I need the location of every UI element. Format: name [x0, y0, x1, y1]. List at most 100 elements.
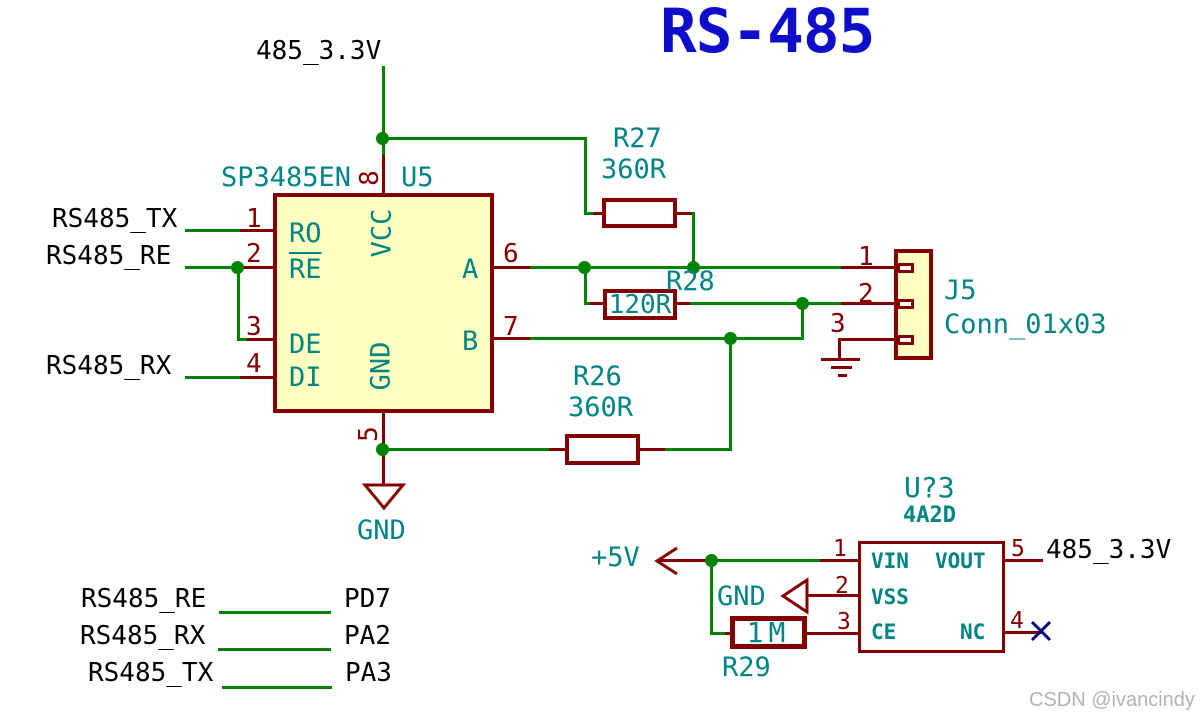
ic-u3-ref: U?3 — [904, 471, 955, 504]
pin-segment — [382, 451, 385, 485]
earth-ground-icon — [821, 358, 860, 361]
ic-u5-body — [273, 193, 494, 413]
connector-j5-ref: J5 — [944, 275, 977, 306]
p5v-label: +5V — [591, 542, 640, 573]
resistor-r26-body — [565, 434, 640, 465]
ic-u3-value: 4A2D — [903, 503, 956, 528]
pin-number: 5 — [354, 426, 384, 442]
wire-segment — [710, 560, 713, 634]
wire-segment — [801, 303, 804, 340]
pin-number: 7 — [503, 312, 519, 342]
resistor-r27-value: 360R — [601, 154, 667, 185]
resistor-r28-value: 120R — [608, 289, 672, 320]
resistor-r28-ref: R28 — [666, 266, 715, 297]
wire-segment — [185, 376, 241, 379]
junction-dot — [705, 554, 718, 567]
assignment-net: RS485_RE — [81, 584, 207, 614]
wire-segment — [530, 266, 841, 269]
pin-number: 3 — [246, 312, 262, 342]
junction-dot — [231, 261, 244, 274]
resistor-r29-body: 1M — [730, 616, 807, 649]
watermark: CSDN @ivancindy — [1029, 689, 1195, 711]
pin-segment — [725, 632, 731, 635]
connector-pin-notch — [897, 335, 914, 345]
pin-segment — [640, 448, 665, 451]
wire-segment — [530, 337, 803, 340]
resistor-r28-body: 120R — [603, 289, 677, 320]
pin-number: 2 — [246, 239, 262, 269]
pin-segment — [593, 212, 602, 215]
net-label-485-33v-out: 485_3.3V — [1046, 535, 1172, 565]
page-title: RS-485 — [660, 0, 875, 67]
net-label-485-33v: 485_3.3V — [256, 36, 382, 66]
pin-name-vss: VSS — [871, 585, 909, 609]
pin-segment — [841, 266, 894, 269]
wire-segment — [382, 137, 587, 140]
pin-segment — [838, 338, 841, 360]
wire-segment — [218, 648, 331, 651]
wire-segment — [237, 266, 240, 341]
resistor-r27-ref: R27 — [613, 123, 662, 154]
wire-segment — [222, 686, 332, 689]
junction-dot — [376, 132, 389, 145]
pin-name-ro: RO — [289, 218, 322, 249]
pin-segment — [657, 559, 707, 562]
pin-segment — [1005, 559, 1043, 562]
net-label-rs485-re: RS485_RE — [46, 241, 172, 271]
wire-segment — [584, 212, 593, 215]
junction-dot — [376, 443, 389, 456]
pin-segment — [240, 229, 273, 232]
ic-u3-body — [858, 541, 1005, 653]
pin-segment — [1005, 631, 1043, 634]
gnd-arrow-icon — [780, 577, 809, 615]
pin-name-re: RE — [289, 254, 322, 285]
pin-name-vcc: VCC — [366, 208, 398, 258]
connector-j5-value: Conn_01x03 — [944, 309, 1107, 340]
assignment-pin: PA3 — [345, 658, 392, 688]
pin-segment — [806, 594, 858, 597]
pin-segment — [494, 337, 530, 340]
gnd-reg-label: GND — [717, 581, 766, 612]
junction-dot — [796, 297, 809, 310]
pin-number: 3 — [830, 309, 846, 339]
pin-segment — [841, 302, 894, 305]
earth-ground-icon — [838, 374, 847, 377]
pin-segment — [382, 413, 385, 451]
resistor-r29-ref: R29 — [722, 652, 771, 683]
wire-segment — [383, 448, 549, 451]
pin-number: 1 — [833, 536, 847, 562]
pin-name-ce: CE — [871, 620, 897, 644]
wire-segment — [382, 66, 385, 158]
pin-number: 1 — [246, 204, 262, 234]
pin-segment — [494, 266, 530, 269]
pin-segment — [549, 448, 565, 451]
gnd-symbol-icon — [361, 483, 407, 511]
wire-segment — [219, 611, 331, 614]
resistor-r26-ref: R26 — [573, 361, 622, 392]
pin-segment — [238, 266, 273, 269]
assignment-net: RS485_TX — [88, 658, 214, 688]
net-label-rs485-rx: RS485_RX — [46, 351, 172, 381]
no-connect-icon — [1030, 620, 1052, 642]
pin-number: 5 — [1011, 536, 1025, 562]
gnd-label: GND — [357, 515, 406, 546]
pin-segment — [677, 212, 692, 215]
net-label-rs485-tx: RS485_TX — [52, 204, 178, 234]
earth-ground-icon — [831, 366, 852, 369]
pin-number: 8 — [355, 170, 385, 186]
pin-number: 2 — [858, 279, 874, 309]
wire-segment — [729, 338, 732, 451]
resistor-r26-value: 360R — [568, 392, 634, 423]
pin-name-di: DI — [289, 362, 322, 393]
connector-pin-notch — [897, 263, 914, 273]
pin-segment — [820, 559, 858, 562]
pin-name-vout: VOUT — [935, 549, 986, 573]
wire-segment — [690, 302, 841, 305]
pin-number: 2 — [835, 573, 849, 599]
pin-name-b: B — [462, 326, 479, 357]
pin-segment — [382, 155, 385, 193]
pin-number: 1 — [858, 242, 874, 272]
pin-name-nc: NC — [960, 620, 986, 644]
pin-number: 3 — [837, 609, 851, 635]
